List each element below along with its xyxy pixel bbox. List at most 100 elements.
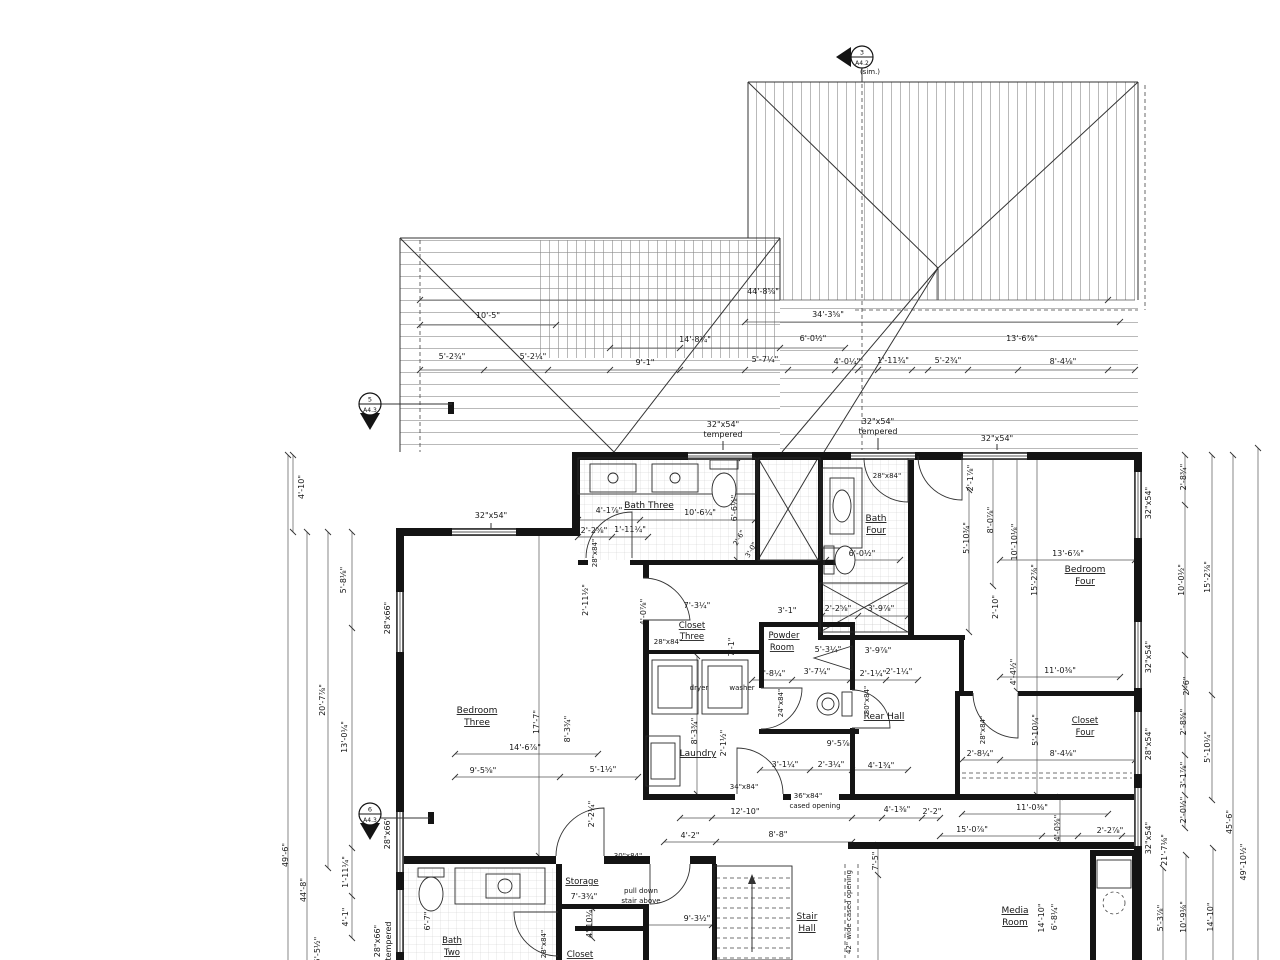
- room-label: Closet: [679, 621, 706, 631]
- wall: [643, 904, 649, 960]
- plan-line: [747, 81, 939, 269]
- fixture: [711, 472, 737, 508]
- annotation-label: 4'-1⅜": [884, 805, 911, 814]
- annotation-label: 2'-2⅝": [581, 526, 608, 535]
- door-swing: [760, 687, 803, 730]
- annotation-label: 2'-10": [991, 595, 1000, 619]
- section-number: 3: [860, 49, 864, 57]
- dim-tick: [451, 773, 459, 781]
- annotation-label: 2'-0½": [1179, 797, 1188, 824]
- stair-direction-arrow: [748, 874, 756, 884]
- wall: [959, 691, 973, 696]
- dim-tick: [996, 556, 1004, 564]
- fixture: [707, 665, 743, 709]
- dim-tick: [451, 750, 459, 758]
- annotation-label: 2'-2⅞": [1097, 826, 1124, 835]
- fixture: [645, 735, 681, 787]
- annotation-label: stair above: [621, 897, 660, 905]
- dim-tick: [556, 773, 564, 781]
- annotation-label: 3'-9⅞": [868, 604, 895, 613]
- dim-tick: [324, 864, 332, 872]
- wall: [759, 622, 855, 627]
- dim-tick: [608, 533, 616, 541]
- dim-tick: [348, 934, 356, 942]
- door-swing: [917, 455, 963, 501]
- dim-tick: [904, 766, 912, 774]
- annotation-label: 5'-10¼": [1203, 731, 1212, 763]
- dim-tick: [712, 838, 720, 846]
- section-number: 6: [368, 806, 372, 814]
- section-number: 5: [368, 396, 372, 404]
- dim-tick: [289, 528, 297, 536]
- dim-tick: [348, 624, 356, 632]
- dim-tick: [348, 844, 356, 852]
- annotation-label: 9'-5⅝": [470, 766, 497, 775]
- fixture: [757, 457, 821, 561]
- dim-tick: [874, 871, 882, 879]
- room-label: Four: [1075, 577, 1095, 587]
- dim-tick: [1104, 810, 1112, 818]
- dim-tick: [644, 533, 652, 541]
- fixture: [607, 472, 619, 484]
- annotation-label: 2'-11½": [581, 584, 590, 616]
- annotation-label: 10'-9⅛": [1179, 901, 1188, 933]
- fixture: [454, 867, 546, 905]
- annotation-label: 2'-2": [923, 807, 942, 816]
- fixture: [1096, 859, 1132, 889]
- annotation-label: 17'-7": [532, 710, 541, 734]
- room-label: Four: [866, 526, 886, 536]
- annotation-label: 6'-7": [423, 912, 432, 931]
- fixture: [819, 582, 910, 633]
- wall: [448, 402, 454, 414]
- annotation-label: 4'-1": [341, 908, 350, 927]
- annotation-label: 1'-11¾": [877, 356, 909, 365]
- door-swing: [555, 807, 605, 857]
- annotation-label: 6'-0½": [849, 549, 876, 558]
- wall: [428, 812, 434, 824]
- dim-tick: [882, 676, 890, 684]
- annotation-label: 14'-8¼": [679, 335, 711, 344]
- annotation-label: 8'-8": [769, 830, 788, 839]
- wall: [1134, 452, 1142, 960]
- annotation-label: 3'-1⅞": [1179, 762, 1188, 789]
- section-sheet: A4.2: [855, 60, 869, 67]
- annotation-label: 6'-8¼": [1050, 904, 1059, 931]
- fixture: [701, 659, 749, 715]
- dim-tick: [1104, 366, 1112, 374]
- annotation-label: 4'-10¼": [585, 906, 594, 938]
- dim-tick: [552, 321, 560, 329]
- dim-tick: [676, 344, 684, 352]
- annotation-label: 5'-3⅞": [1156, 905, 1165, 932]
- annotation-label: 10'-5": [476, 311, 500, 320]
- fixture: [669, 472, 681, 484]
- annotation-label: 49'-10½": [1239, 844, 1248, 881]
- fixture: [418, 876, 444, 912]
- wall: [575, 926, 648, 931]
- dim-tick: [896, 556, 904, 564]
- annotation-label: 5'-10¾": [962, 522, 971, 554]
- annotation-label: 34'-3⅝": [812, 310, 844, 319]
- annotation-label: 5'-1½": [590, 765, 617, 774]
- room-label: Rear Hall: [864, 712, 905, 722]
- dim-tick: [874, 366, 882, 374]
- section-sheet: A4.3: [363, 817, 377, 824]
- fixture: [834, 545, 856, 575]
- wall: [1090, 850, 1096, 960]
- annotation-label: tempered: [859, 427, 898, 436]
- annotation-label: 2'-1½": [719, 730, 728, 757]
- section-sheet: A4.3: [363, 407, 377, 414]
- annotation-label: 4'-10": [297, 475, 306, 499]
- annotation-label: washer: [729, 684, 754, 692]
- roof-hatch: [780, 300, 1138, 452]
- room-label: Closet: [567, 950, 594, 960]
- dim-tick: [606, 366, 614, 374]
- dim-tick: [936, 832, 944, 840]
- annotation-label: 13'-6⅞": [1006, 334, 1038, 343]
- dim-tick: [1159, 864, 1167, 872]
- annotation-label: 4'-2": [681, 831, 700, 840]
- dim-tick: [348, 528, 356, 536]
- annotation-label: 9'-1": [636, 358, 655, 367]
- annotation-label: 4'-0⅜": [1053, 815, 1062, 842]
- wall: [848, 842, 1139, 849]
- plan-line: [937, 81, 1139, 269]
